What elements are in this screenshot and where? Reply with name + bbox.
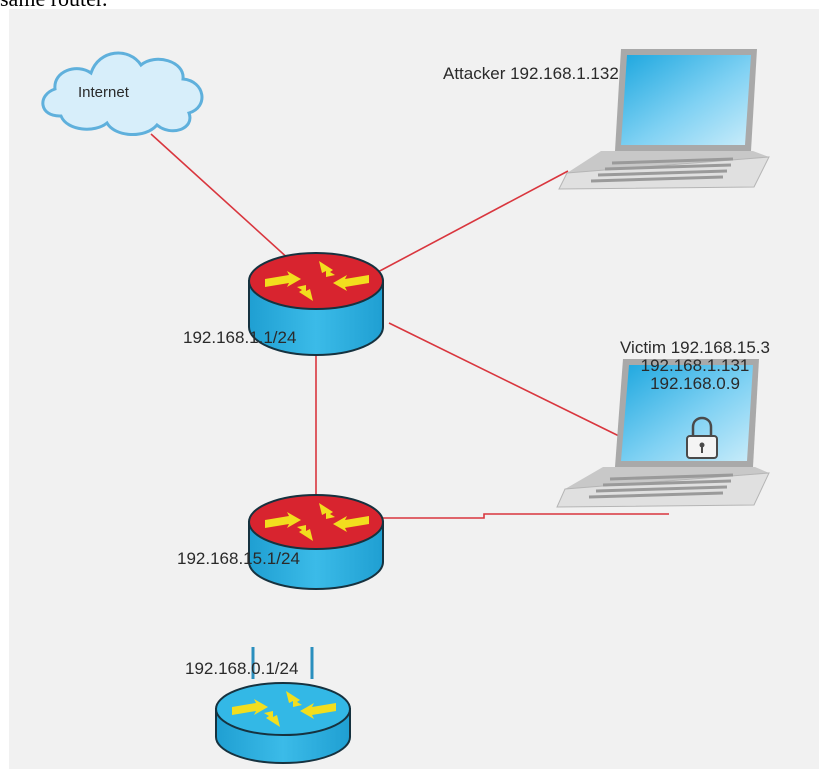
link-router2-victim: [379, 513, 669, 519]
victim-label-line-2: 192.168.1.131: [640, 356, 750, 375]
page-header-text: same router.: [0, 0, 108, 12]
router-2-icon: [248, 494, 384, 590]
attacker-laptop-icon: [558, 49, 770, 190]
internet-label: Internet: [78, 84, 129, 101]
router-2-label: 192.168.15.1/24: [177, 549, 300, 568]
padlock-icon: [686, 416, 718, 459]
victim-label-line-1: Victim 192.168.15.3: [620, 338, 770, 357]
link-internet-router1: [150, 133, 292, 262]
diagram-canvas: [41, 49, 770, 764]
wireless-router-label: 192.168.0.1/24: [185, 659, 299, 678]
wireless-router-icon: [215, 647, 351, 764]
link-router1-attacker: [373, 170, 569, 275]
router-1-label: 192.168.1.1/24: [183, 328, 297, 347]
link-router1-victim: [388, 322, 622, 438]
attacker-label: Attacker 192.168.1.132: [443, 64, 619, 83]
victim-laptop-icon: [556, 359, 770, 508]
internet-cloud-icon: [41, 51, 204, 137]
router-1-icon: [248, 252, 384, 356]
network-diagram: Internet Attacker 192.168.1.132 192.168.…: [9, 9, 819, 769]
victim-label-line-3: 192.168.0.9: [650, 374, 740, 393]
victim-label: Victim 192.168.15.3 192.168.1.131 192.16…: [577, 339, 813, 393]
